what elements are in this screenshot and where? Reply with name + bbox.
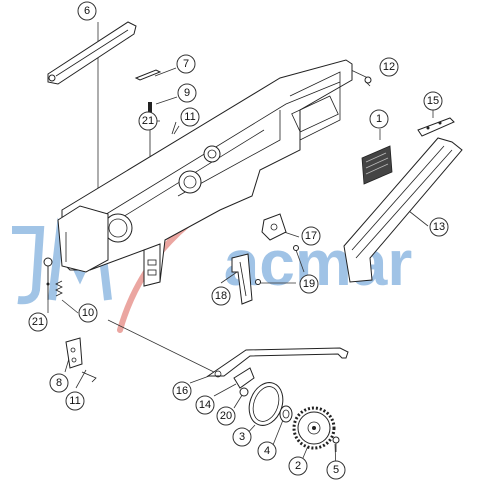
callout-number: 20 xyxy=(220,410,232,422)
part-18-lever xyxy=(231,253,253,305)
callouts: 6 7 9 21 11 12 15 1 17 13 19 18 21 10 8 11 16 14 20 3 4 2 5 xyxy=(28,1,449,480)
callout-circle xyxy=(172,381,192,401)
callout-circle xyxy=(78,303,98,323)
callout-number: 16 xyxy=(176,385,188,397)
callout-7: 7 xyxy=(176,54,196,74)
watermark-logo-j xyxy=(12,226,45,305)
callout-circle xyxy=(65,391,85,411)
callout-number: 19 xyxy=(303,278,315,290)
part-12-screw xyxy=(364,76,372,87)
callout-number: 3 xyxy=(239,431,245,443)
callout-21: 21 xyxy=(28,312,48,332)
part-17-bracket xyxy=(261,213,287,241)
callout-10: 10 xyxy=(78,303,98,323)
callout-circle xyxy=(138,111,158,131)
callout-number: 4 xyxy=(264,445,270,457)
callout-number: 1 xyxy=(376,113,382,125)
callout-circle xyxy=(429,217,449,237)
callout-number: 21 xyxy=(32,316,44,328)
callout-circle xyxy=(232,427,252,447)
callout-number: 9 xyxy=(184,87,190,99)
callout-18: 18 xyxy=(211,286,231,306)
callout-number: 7 xyxy=(183,58,189,70)
callout-1: 1 xyxy=(369,109,389,129)
callout-circle xyxy=(379,57,399,77)
callout-number: 14 xyxy=(199,399,211,411)
callout-number: 2 xyxy=(295,460,301,472)
callout-19: 19 xyxy=(299,274,319,294)
callout-4: 4 xyxy=(257,441,277,461)
callout-circle xyxy=(77,1,97,21)
callout-circle xyxy=(180,107,200,127)
callout-number: 17 xyxy=(305,230,317,242)
callout-circle xyxy=(177,83,197,103)
callout-8: 8 xyxy=(49,373,69,393)
callout-number: 10 xyxy=(82,307,94,319)
callout-11: 11 xyxy=(180,107,200,127)
callout-circle xyxy=(423,91,443,111)
callout-circle xyxy=(257,441,277,461)
part-16-long-lever xyxy=(206,347,349,378)
callout-circle xyxy=(28,312,48,332)
part-13-side-cover xyxy=(343,137,463,283)
callout-circle xyxy=(195,395,215,415)
leader-lines xyxy=(47,22,434,471)
callout-circle xyxy=(369,109,389,129)
callout-circle xyxy=(49,373,69,393)
callout-5: 5 xyxy=(326,460,346,480)
callout-number: 12 xyxy=(383,61,395,73)
part-14-link xyxy=(233,367,255,389)
part-19-screws xyxy=(255,245,299,285)
callout-circle xyxy=(216,406,236,426)
part-4-bushing xyxy=(279,405,293,423)
callout-circle xyxy=(176,54,196,74)
callout-number: 13 xyxy=(433,221,445,233)
part-10-spring xyxy=(55,280,63,297)
callout-number: 11 xyxy=(69,395,80,407)
callout-6: 6 xyxy=(77,1,97,21)
callout-circle xyxy=(326,460,346,480)
callout-circle xyxy=(211,286,231,306)
callout-21: 21 xyxy=(138,111,158,131)
callout-17: 17 xyxy=(301,226,321,246)
part-21-pin-lower xyxy=(46,266,50,300)
part-20-washer xyxy=(239,387,249,397)
callout-3: 3 xyxy=(232,427,252,447)
callout-20: 20 xyxy=(216,406,236,426)
part-5-screw xyxy=(332,436,340,452)
part-11-pin-lower xyxy=(81,371,97,383)
part-6-cover-rail xyxy=(47,21,137,85)
callout-number: 5 xyxy=(333,464,339,476)
part-11-pin-top xyxy=(171,121,177,135)
callout-number: 11 xyxy=(184,111,195,123)
callout-14: 14 xyxy=(195,395,215,415)
callout-number: 18 xyxy=(215,290,227,302)
part-15-plate xyxy=(417,117,455,137)
callout-15: 15 xyxy=(423,91,443,111)
callout-2: 2 xyxy=(288,456,308,476)
main-feeder-frame xyxy=(43,59,353,287)
callout-9: 9 xyxy=(177,83,197,103)
part-1-label-plate xyxy=(361,145,393,185)
callout-number: 6 xyxy=(84,5,90,17)
callout-12: 12 xyxy=(379,57,399,77)
callout-circle xyxy=(299,274,319,294)
callout-13: 13 xyxy=(429,217,449,237)
callout-number: 8 xyxy=(56,377,62,389)
callout-11: 11 xyxy=(65,391,85,411)
callout-circle xyxy=(288,456,308,476)
part-7-clip xyxy=(134,69,162,81)
part-8-latch xyxy=(65,337,83,369)
part-2-sprocket xyxy=(292,406,336,450)
callout-number: 15 xyxy=(427,95,439,107)
callout-number: 21 xyxy=(142,115,154,127)
callout-circle xyxy=(301,226,321,246)
callout-16: 16 xyxy=(172,381,192,401)
